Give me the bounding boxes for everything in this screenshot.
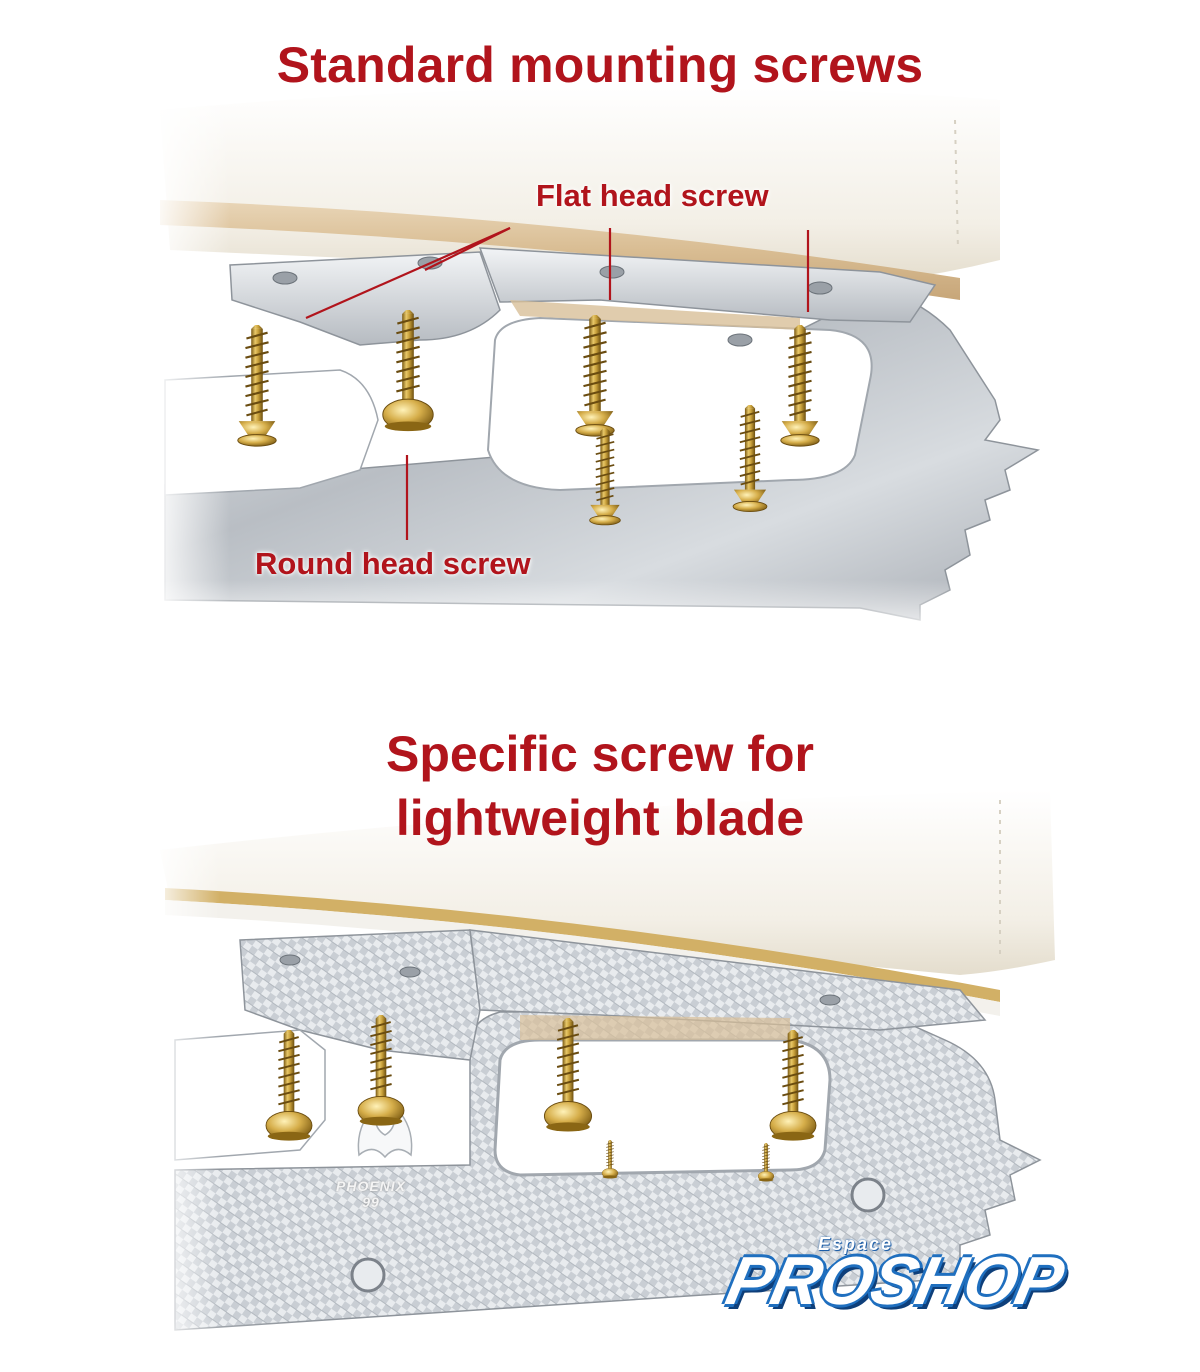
- bottom-blade-rivet: [350, 1257, 386, 1293]
- top-fade-bottom: [150, 580, 1070, 640]
- bottom-plate-hole: [399, 966, 421, 978]
- bottom-blade-rivet: [850, 1177, 886, 1213]
- lightweight-skate-illustration: [150, 790, 1055, 1370]
- bottom-fade-left: [150, 840, 220, 1360]
- flat-head-leader-line: [424, 227, 511, 271]
- top-plate-hole: [727, 333, 753, 347]
- lightweight-section-title: Specific screw for lightweight blade: [0, 722, 1200, 850]
- bottom-plate-hole: [279, 954, 301, 966]
- blade-marking-line-1: PHOENIX: [336, 1178, 407, 1194]
- top-fade-left: [150, 90, 230, 630]
- lightweight-title-line-2: lightweight blade: [395, 790, 805, 846]
- top-rear-cutout-shadow: [510, 300, 800, 330]
- bottom-boot-sole-trim: [165, 888, 1000, 1002]
- bottom-fade-bottom: [150, 1320, 1050, 1370]
- top-plate-hole: [599, 265, 625, 279]
- top-blade-cutout-rear: [486, 316, 873, 492]
- standard-section-title: Standard mounting screws: [276, 37, 924, 93]
- round-head-screw-label: Round head screw: [255, 546, 531, 581]
- bottom-boot-upper: [160, 790, 1055, 975]
- flat-head-screw-label: Flat head screw: [536, 178, 769, 213]
- standard-skate-illustration: [150, 87, 1070, 640]
- lightweight-title-line-1: Specific screw for: [386, 726, 814, 782]
- bottom-boot-sole: [165, 900, 1000, 1016]
- blade-marking-line-2: 99: [362, 1194, 380, 1210]
- bottom-blade-cutout-rear: [493, 1038, 832, 1177]
- top-plate-hole: [272, 271, 298, 285]
- brand-name: PROSHOP: [719, 1243, 1070, 1319]
- bottom-rear-plate: [469, 929, 987, 1031]
- top-front-plate: [229, 251, 501, 346]
- bottom-plate-hole: [819, 994, 841, 1006]
- blade-marking: PHOENIX 99: [336, 1178, 406, 1210]
- top-boot-stitching: [954, 119, 959, 251]
- flat-head-leader-line: [305, 226, 511, 320]
- bottom-rear-cutout-shadow: [520, 1015, 790, 1040]
- top-plate-hole: [807, 281, 833, 295]
- brand-logo: PROSHOP Espace: [720, 1232, 1069, 1322]
- brand-prefix: Espace: [818, 1234, 894, 1254]
- top-boot-sole: [160, 200, 960, 300]
